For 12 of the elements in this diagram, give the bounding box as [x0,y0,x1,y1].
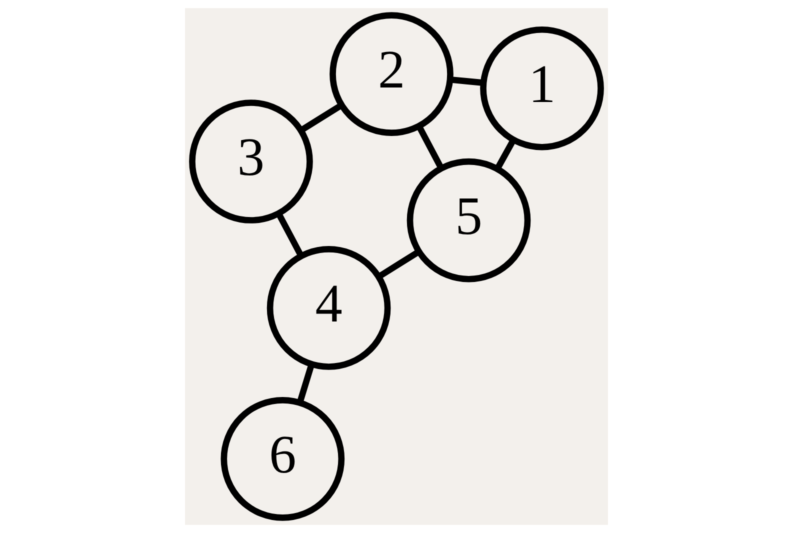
node-circle: 2 [329,12,453,136]
connector [296,363,314,404]
connector [298,102,342,134]
connector [276,212,304,258]
connector [416,124,444,170]
node-circle: 5 [406,158,530,282]
node-circle: 1 [480,26,604,150]
connector [377,248,420,280]
node-circle: 4 [266,246,390,370]
node-circle: 3 [188,100,312,224]
connector [494,138,516,170]
node-circle: 6 [220,397,344,521]
